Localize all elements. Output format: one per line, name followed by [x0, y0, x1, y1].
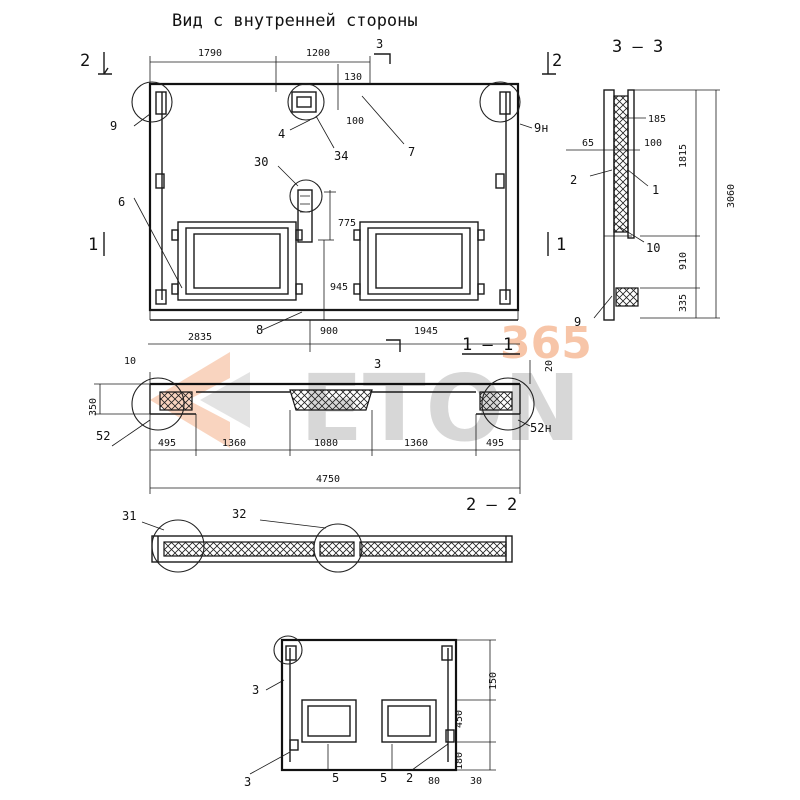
- dim-775: 775: [338, 218, 356, 229]
- section-2-2: [141, 519, 513, 573]
- callout-9-s33: 9: [574, 315, 581, 329]
- callout-2-s33: 2: [570, 173, 577, 187]
- dim-945: 945: [330, 282, 348, 293]
- section-3-3: [566, 89, 720, 321]
- dim-350: 350: [88, 398, 99, 416]
- callout-52n: 52н: [530, 421, 552, 435]
- dim-4750: 4750: [316, 474, 340, 485]
- dim-180: 180: [454, 752, 465, 770]
- section-mark-1-right: 1: [556, 235, 566, 255]
- callout-6: 6: [118, 195, 125, 209]
- section-1-1: [94, 353, 535, 494]
- dim-1360-left: 1360: [222, 438, 246, 449]
- callout-4: 4: [278, 127, 285, 141]
- callout-5-left: 5: [332, 771, 339, 785]
- section-3-3-title: 3 – 3: [612, 37, 663, 57]
- callout-52: 52: [96, 429, 110, 443]
- section-mark-1-left: 1: [88, 235, 98, 255]
- dim-65: 65: [582, 138, 594, 149]
- callout-9n: 9н: [534, 121, 548, 135]
- section-mark-2-left: 2: [80, 51, 90, 71]
- dim-1360-right: 1360: [404, 438, 428, 449]
- watermark-number: 365: [500, 318, 592, 369]
- drawing-title: Вид с внутренней стороны: [172, 11, 418, 31]
- callout-8: 8: [256, 323, 263, 337]
- small-elevation: [249, 635, 496, 775]
- dim-100: 100: [346, 116, 364, 127]
- main-elevation: [98, 52, 556, 352]
- callout-1-s33: 1: [652, 183, 659, 197]
- dim-100-s33: 100: [644, 138, 662, 149]
- dim-1815: 1815: [678, 144, 689, 168]
- section-mark-3-top: 3: [376, 37, 383, 51]
- dim-80: 80: [428, 776, 440, 787]
- callout-10-s33: 10: [646, 241, 660, 255]
- section-1-1-title: 1 — 1: [462, 335, 513, 355]
- dim-185: 185: [648, 114, 666, 125]
- dim-20: 20: [544, 360, 555, 372]
- callout-3-small-bottom: 3: [244, 775, 251, 789]
- dim-1945: 1945: [414, 326, 438, 337]
- dim-910: 910: [678, 252, 689, 270]
- dim-3060: 3060: [726, 184, 737, 208]
- dim-495-left: 495: [158, 438, 176, 449]
- section-2-2-title: 2 – 2: [466, 495, 517, 515]
- section-mark-3-bottom: 3: [374, 357, 381, 371]
- callout-30: 30: [254, 155, 268, 169]
- callout-9: 9: [110, 119, 117, 133]
- dim-335: 335: [678, 294, 689, 312]
- callout-3-small-top: 3: [252, 683, 259, 697]
- callout-31: 31: [122, 509, 136, 523]
- section-mark-2-right: 2: [552, 51, 562, 71]
- dim-30: 30: [470, 776, 482, 787]
- dim-450: 450: [454, 710, 465, 728]
- dim-495-right: 495: [486, 438, 504, 449]
- dim-1790: 1790: [198, 48, 222, 59]
- dim-10: 10: [124, 356, 136, 367]
- dim-130: 130: [344, 72, 362, 83]
- dim-2835: 2835: [188, 332, 212, 343]
- callout-7: 7: [408, 145, 415, 159]
- dim-1200: 1200: [306, 48, 330, 59]
- callout-2-small: 2: [406, 771, 413, 785]
- callout-34: 34: [334, 149, 348, 163]
- watermark-logo-icon: [150, 352, 250, 448]
- dim-150: 150: [488, 672, 499, 690]
- callout-5-right: 5: [380, 771, 387, 785]
- callout-32: 32: [232, 507, 246, 521]
- dim-900: 900: [320, 326, 338, 337]
- dim-1080: 1080: [314, 438, 338, 449]
